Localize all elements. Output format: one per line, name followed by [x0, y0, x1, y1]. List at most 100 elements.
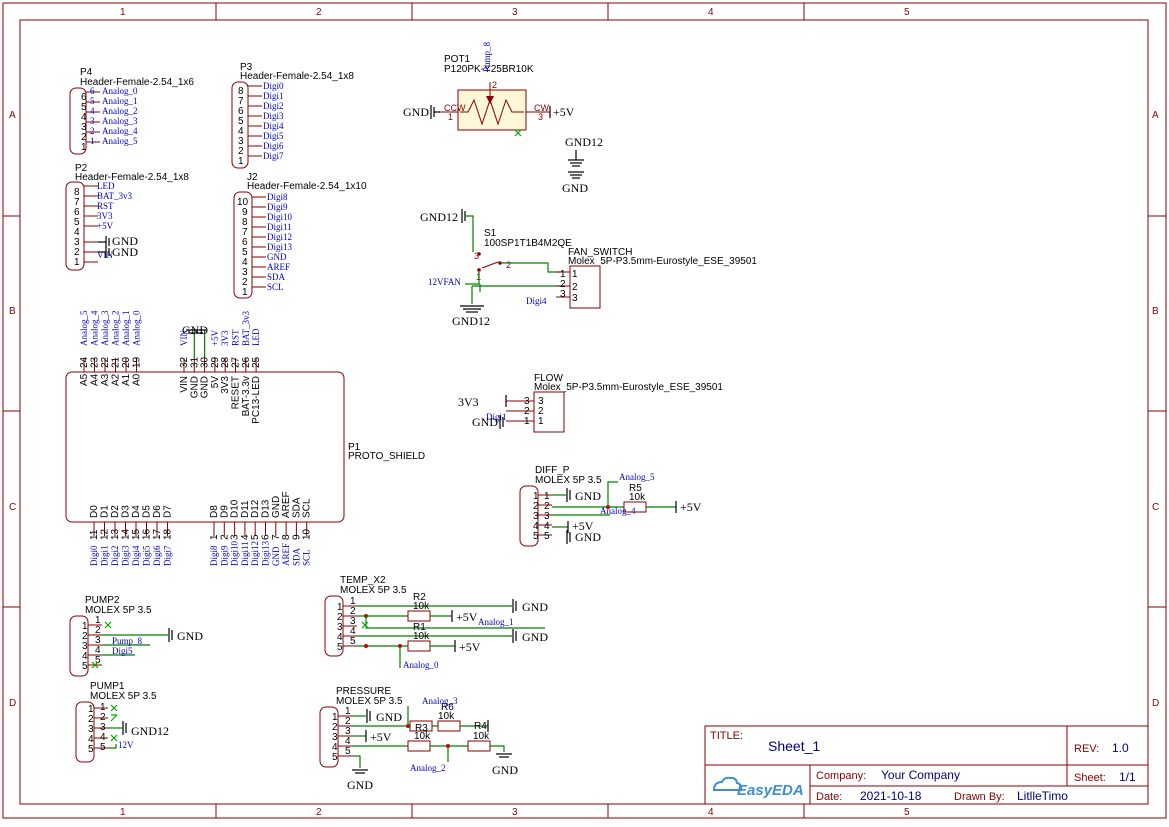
svg-text:2: 2: [345, 716, 351, 727]
r6-ref: R6: [441, 702, 454, 713]
p1-pin-num: 26: [241, 356, 252, 368]
grid-row-d-right: D: [1152, 698, 1159, 709]
p1-pin-label: GND: [189, 376, 200, 398]
temp-ref: TEMP_X2: [340, 575, 386, 586]
p1-pin-label: D3: [121, 505, 132, 518]
j2-value: Header-Female-2.54_1x10: [247, 181, 367, 192]
svg-text:5: 5: [350, 636, 356, 647]
svg-text:1: 1: [538, 416, 544, 427]
p1-pin-num: 30: [200, 356, 211, 368]
gnd12-label: GND12: [565, 135, 603, 149]
s1-gnd12-bottom: GND12: [452, 314, 490, 328]
svg-text:2: 2: [88, 714, 94, 725]
part-p1[interactable]: P1 PROTO_SHIELD A524Analog_5A423Analog_4…: [65, 310, 425, 566]
p3-net-digi0: Digi0: [263, 81, 284, 91]
pot1-cw: CW: [534, 103, 549, 113]
svg-text:3: 3: [74, 237, 80, 248]
p1-pin-label: D12: [250, 499, 261, 518]
svg-text:5: 5: [242, 247, 248, 258]
temp-value: MOLEX 5P 3.5: [340, 585, 407, 596]
p3-net-digi1: Digi1: [263, 91, 284, 101]
p1-pin-net: Digi1: [100, 545, 110, 566]
svg-text:1: 1: [345, 706, 351, 717]
rev-value: 1.0: [1112, 741, 1129, 755]
p4-net-analog-5: Analog_5: [102, 136, 138, 146]
p1-pin-label: BAT-3.3v: [241, 376, 252, 416]
p3-net-digi7: Digi7: [263, 151, 284, 161]
p1-pin-label: D5: [142, 505, 153, 518]
svg-text:3: 3: [560, 289, 566, 300]
p1-pin-num: 23: [90, 356, 101, 368]
p1-pin-label: 3V3: [220, 376, 231, 394]
p3-net-digi4: Digi4: [263, 121, 284, 131]
p1-pin-label: D10: [230, 499, 241, 518]
p1-pin-label: A0: [132, 373, 143, 386]
p3-net-digi3: Digi3: [263, 111, 284, 121]
diff-gnd-2: GND: [575, 530, 601, 544]
p2-net-bat: BAT_3v3: [97, 191, 133, 201]
p1-pin-net: +5V: [210, 329, 220, 346]
p1-pin-net: LED: [251, 328, 261, 346]
p1-top-left-pins: A524Analog_5A423Analog_4A322Analog_3A221…: [79, 310, 143, 386]
p1-pin-label: AREF: [281, 491, 292, 518]
temp-5v-2: +5V: [459, 640, 481, 654]
p1-pin-num: 15: [131, 528, 142, 540]
p1-pin-net: Digi9: [219, 545, 229, 566]
svg-text:2: 2: [100, 712, 106, 723]
p4-net-analog-3: Analog_3: [102, 116, 138, 126]
svg-text:9: 9: [242, 207, 248, 218]
p1-pin-num: 14: [121, 528, 132, 540]
temp-5v-1: +5V: [456, 610, 478, 624]
p1-pin-net: Digi2: [110, 545, 120, 566]
p1-pin-label: PC13-LED: [251, 376, 262, 424]
svg-text:10: 10: [237, 197, 249, 208]
svg-text:2: 2: [492, 80, 497, 90]
grid-col-1: 1: [120, 7, 126, 18]
part-flow[interactable]: FLOW Molex_5P-P3.5mm-Eurostyle_ESE_39501…: [458, 373, 723, 433]
title-label: TITLE:: [710, 730, 743, 742]
p1-pin-num: 22: [100, 356, 111, 368]
grid-row-b-right: B: [1152, 306, 1159, 317]
p1-pin-num: 4: [240, 534, 251, 540]
svg-text:3: 3: [95, 635, 101, 646]
svg-text:3: 3: [345, 726, 351, 737]
grid-col-5-bottom: 5: [904, 807, 910, 818]
svg-text:4: 4: [544, 521, 550, 532]
p1-pin-num: 1: [209, 534, 220, 540]
p1-pin-num: 11: [89, 529, 100, 540]
svg-text:5: 5: [74, 217, 80, 228]
p1-pin-num: 13: [110, 528, 121, 540]
svg-text:2: 2: [74, 247, 80, 258]
p1-pin-label: D9: [219, 505, 230, 518]
grid-row-a-right: A: [1152, 110, 1159, 121]
svg-text:3: 3: [524, 396, 530, 407]
svg-text:6: 6: [81, 92, 87, 103]
part-s1[interactable]: GND12 S1 100SP1T1B4M2QE 312 12VFAN GND12: [420, 209, 572, 328]
p3-net-digi5: Digi5: [263, 131, 284, 141]
p1-pin-net: VIN: [179, 330, 189, 346]
pressure-gnd-1: GND: [376, 710, 402, 724]
p1-pin-num: 20: [121, 356, 132, 368]
svg-text:8: 8: [242, 217, 248, 228]
svg-text:5: 5: [100, 742, 106, 753]
s1-value: 100SP1T1B4M2QE: [484, 238, 572, 249]
p1-pin-label: A2: [111, 373, 122, 386]
part-fan-switch[interactable]: FAN_SWITCH Molex_5P-P3.5mm-Eurostyle_ESE…: [526, 247, 757, 309]
pressure-5v: +5V: [370, 730, 392, 744]
svg-text:4: 4: [100, 732, 106, 743]
svg-text:1: 1: [95, 615, 101, 626]
s1-ref: S1: [484, 228, 497, 239]
p1-pin-net: Digi11: [240, 541, 250, 566]
pot1-value: P120PK-Y25BR10K: [444, 64, 534, 75]
